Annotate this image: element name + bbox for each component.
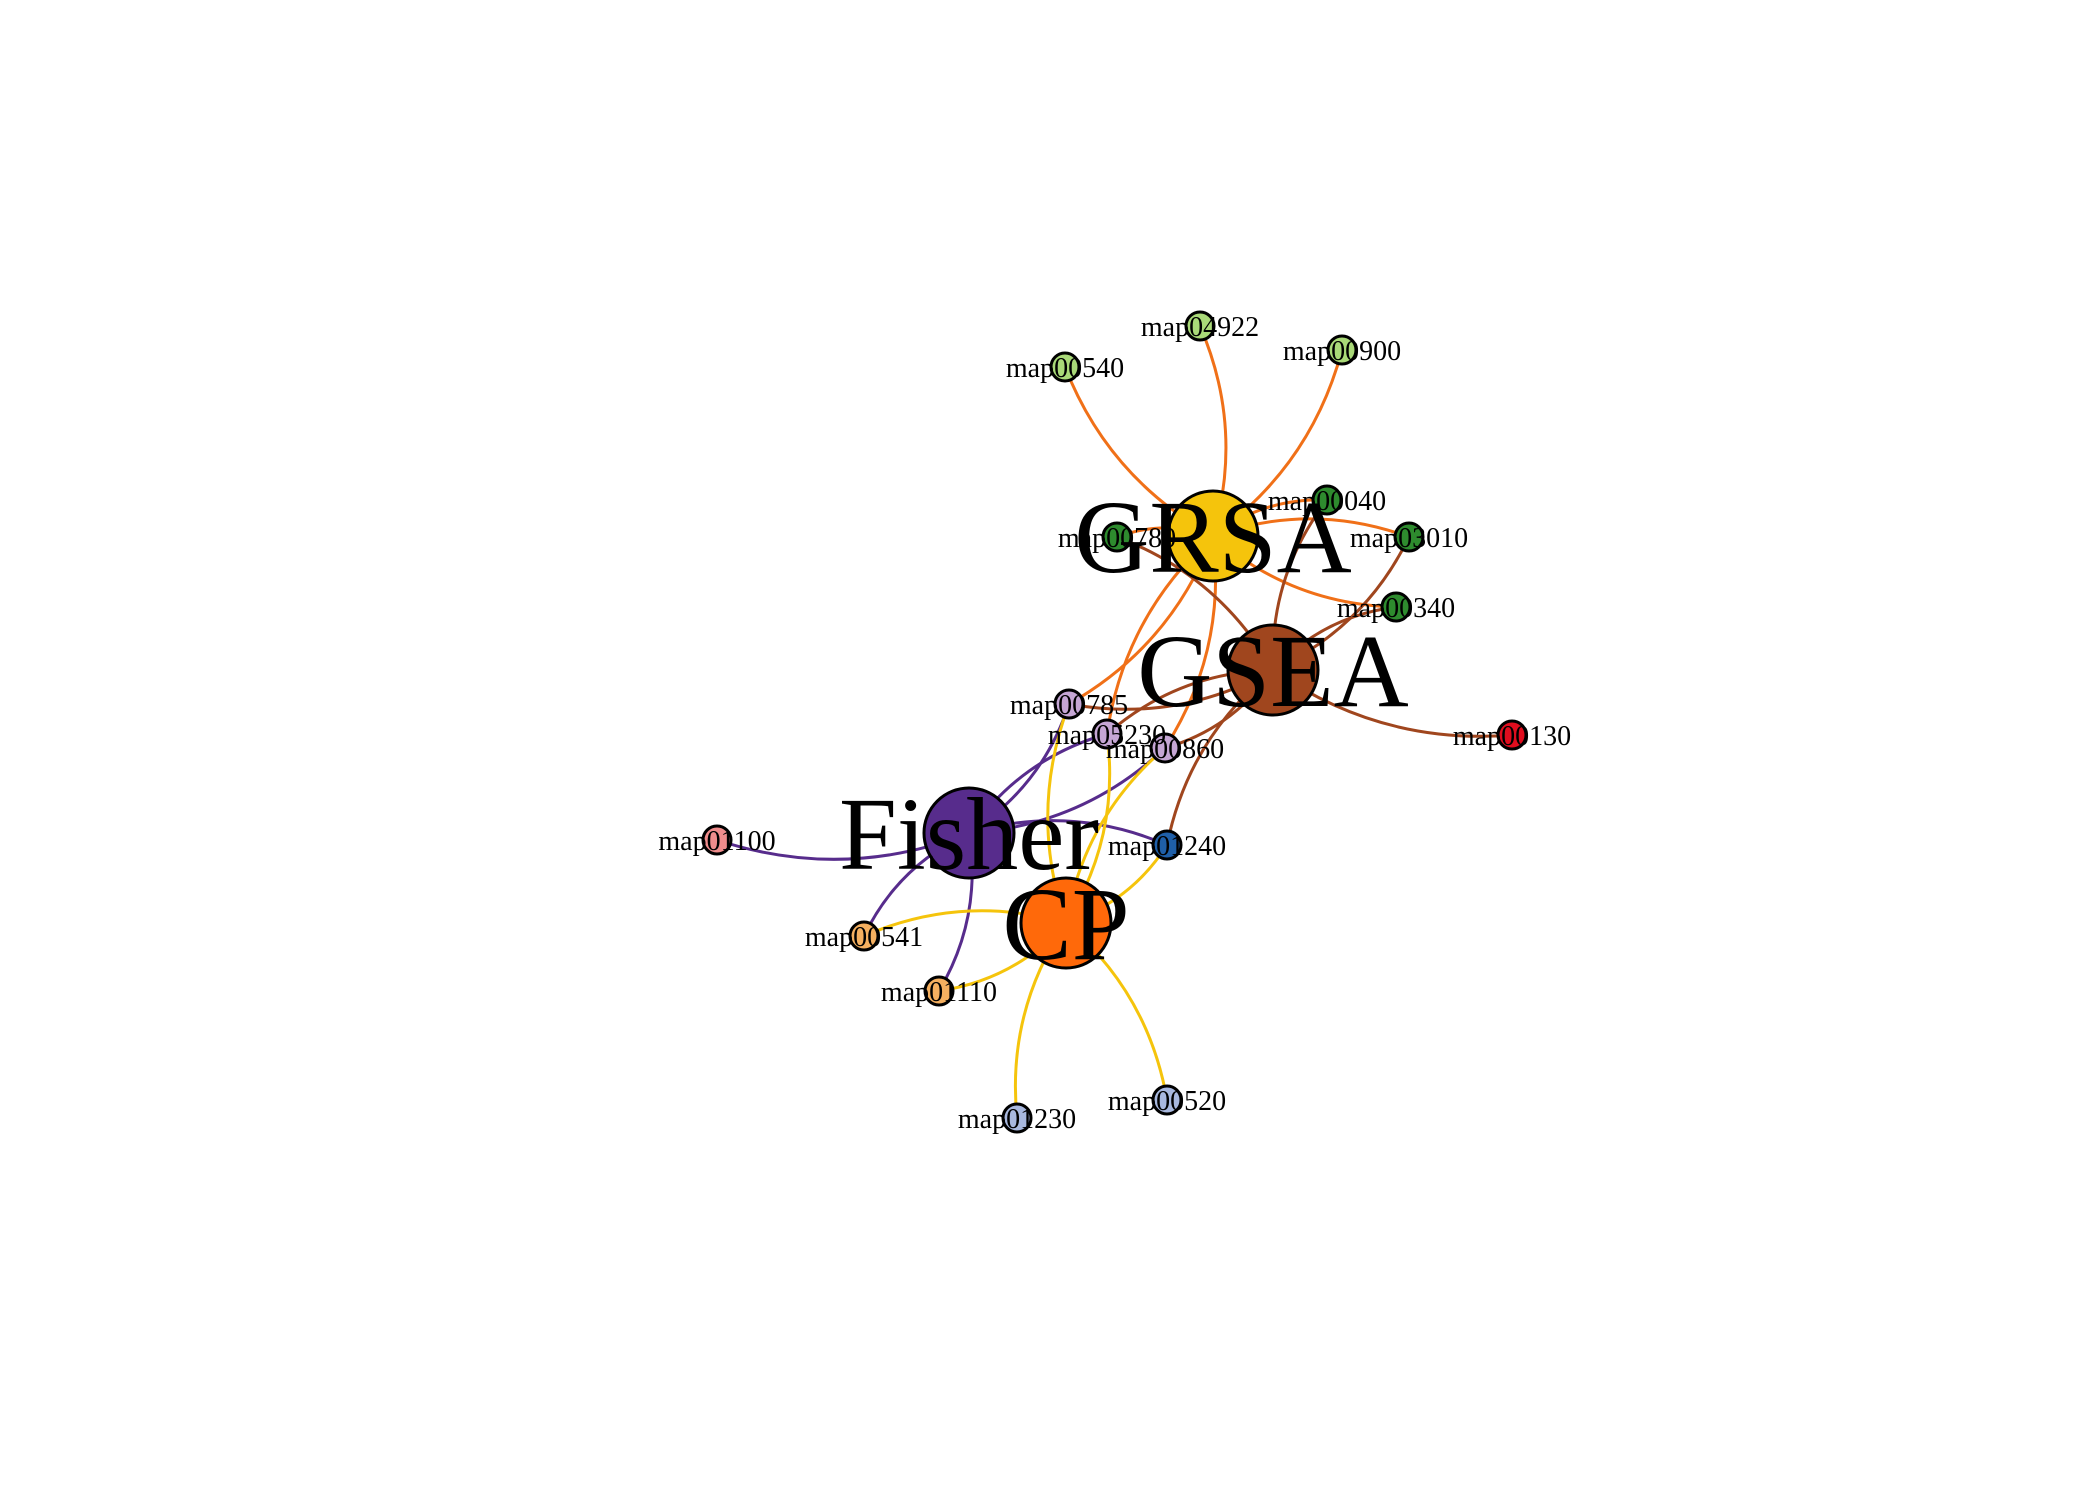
node-label-map04922: map04922 [1141,312,1259,343]
node-map00541[interactable] [848,920,880,952]
node-label-map00780: map00780 [1058,523,1176,554]
node-map00785[interactable] [1053,688,1085,720]
node-map01230[interactable] [1001,1102,1033,1134]
node-map01110[interactable] [923,975,955,1007]
hub-label-fisher: Fisher [839,777,1099,892]
node-label-map01110: map01110 [881,977,997,1008]
leaf-label-layer: map04922 map00540 map00900 map00040 map00780… [658,312,1571,1135]
node-label-map00900: map00900 [1283,336,1401,367]
node-label-map00040: map00040 [1268,486,1386,517]
node-map05230[interactable] [1091,718,1123,750]
node-map03010[interactable] [1393,521,1425,553]
node-label-map00340: map00340 [1337,593,1455,624]
node-map01100[interactable] [701,824,733,856]
node-label-map00130: map00130 [1453,721,1571,752]
node-map00340[interactable] [1380,591,1412,623]
node-label-map01240: map01240 [1108,831,1226,862]
node-map00040[interactable] [1311,484,1343,516]
hub-node-grsa[interactable] [1166,489,1260,583]
node-label-map01100: map01100 [658,826,775,857]
node-label-map00785: map00785 [1010,690,1128,721]
hub-node-gsea[interactable] [1226,623,1320,717]
hub-label-cp: CP [1002,867,1129,982]
node-label-map00520: map00520 [1108,1086,1226,1117]
hub-label-gsea: GSEA [1137,614,1409,729]
node-map01240[interactable] [1151,829,1183,861]
node-label-map00541: map00541 [805,922,923,953]
node-map00860[interactable] [1149,732,1181,764]
hub-node-cp[interactable] [1019,876,1113,970]
node-label-map05230: map05230 [1048,720,1166,751]
node-map00540[interactable] [1049,351,1081,383]
node-label-map00860: map00860 [1106,734,1224,765]
node-label-map00540: map00540 [1006,353,1124,384]
hub-label-grsa: GRSA [1074,480,1351,595]
node-label-map03010: map03010 [1350,523,1468,554]
node-map04922[interactable] [1184,310,1216,342]
node-map00130[interactable] [1496,719,1528,751]
node-label-map01230: map01230 [958,1104,1076,1135]
node-map00520[interactable] [1151,1084,1183,1116]
node-map00780[interactable] [1101,521,1133,553]
leaf-node-layer [701,310,1528,1134]
hub-node-layer [922,489,1320,970]
hub-node-fisher[interactable] [922,786,1016,880]
node-map00900[interactable] [1326,334,1358,366]
